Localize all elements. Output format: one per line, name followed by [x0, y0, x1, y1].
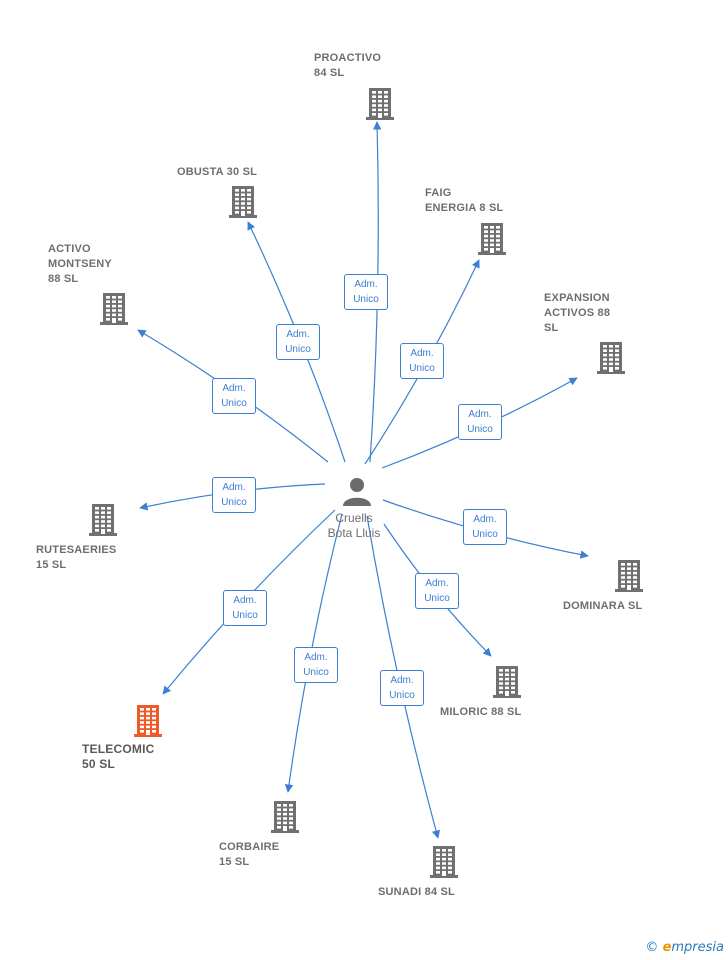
- relation-label-activo-montseny[interactable]: Adm. Unico: [212, 378, 256, 414]
- brand-logo-text: mpresia: [671, 940, 724, 955]
- building-icon[interactable]: [131, 703, 165, 742]
- company-name-activo-montseny[interactable]: ACTIVO MONTSENY 88 SL: [48, 243, 112, 285]
- brand-logo-e: e: [662, 940, 672, 955]
- company-name-proactivo[interactable]: PROACTIVO 84 SL: [314, 52, 382, 79]
- building-icon[interactable]: [427, 844, 461, 883]
- brand-watermark: © empresia: [645, 940, 724, 955]
- relation-label-faig[interactable]: Adm. Unico: [400, 343, 444, 379]
- person-name[interactable]: Cruells Bota Lluis: [327, 511, 381, 540]
- relation-label-sunadi[interactable]: Adm. Unico: [380, 670, 424, 706]
- building-icon[interactable]: [363, 86, 397, 125]
- relation-label-obusta[interactable]: Adm. Unico: [276, 324, 320, 360]
- company-name-corbaire[interactable]: CORBAIRE 15 SL: [219, 841, 280, 868]
- person-icon: [343, 478, 371, 506]
- copyright-icon: ©: [645, 940, 659, 955]
- relation-label-corbaire[interactable]: Adm. Unico: [294, 647, 338, 683]
- relation-label-telecomic[interactable]: Adm. Unico: [223, 590, 267, 626]
- relation-label-proactivo[interactable]: Adm. Unico: [344, 274, 388, 310]
- building-icon[interactable]: [594, 340, 628, 379]
- company-name-faig[interactable]: FAIG ENERGIA 8 SL: [425, 187, 504, 214]
- building-icon[interactable]: [97, 291, 131, 330]
- company-name-sunadi[interactable]: SUNADI 84 SL: [378, 886, 455, 898]
- building-icon[interactable]: [612, 558, 646, 597]
- company-name-expansion[interactable]: EXPANSION ACTIVOS 88 SL: [544, 292, 611, 334]
- company-name-dominara[interactable]: DOMINARA SL: [563, 600, 643, 612]
- company-name-obusta[interactable]: OBUSTA 30 SL: [177, 166, 258, 178]
- company-name-telecomic[interactable]: TELECOMIC 50 SL: [82, 742, 155, 771]
- company-name-rutesaeries[interactable]: RUTESAERIES 15 SL: [36, 544, 117, 571]
- building-icon[interactable]: [268, 799, 302, 838]
- company-name-miloric[interactable]: MILORIC 88 SL: [440, 706, 522, 718]
- center-person[interactable]: [340, 476, 374, 506]
- building-icon[interactable]: [226, 184, 260, 223]
- building-icon[interactable]: [86, 502, 120, 541]
- relation-label-miloric[interactable]: Adm. Unico: [415, 573, 459, 609]
- relation-label-expansion[interactable]: Adm. Unico: [458, 404, 502, 440]
- relation-label-rutesaeries[interactable]: Adm. Unico: [212, 477, 256, 513]
- relation-label-dominara[interactable]: Adm. Unico: [463, 509, 507, 545]
- building-icon[interactable]: [475, 221, 509, 260]
- building-icon[interactable]: [490, 664, 524, 703]
